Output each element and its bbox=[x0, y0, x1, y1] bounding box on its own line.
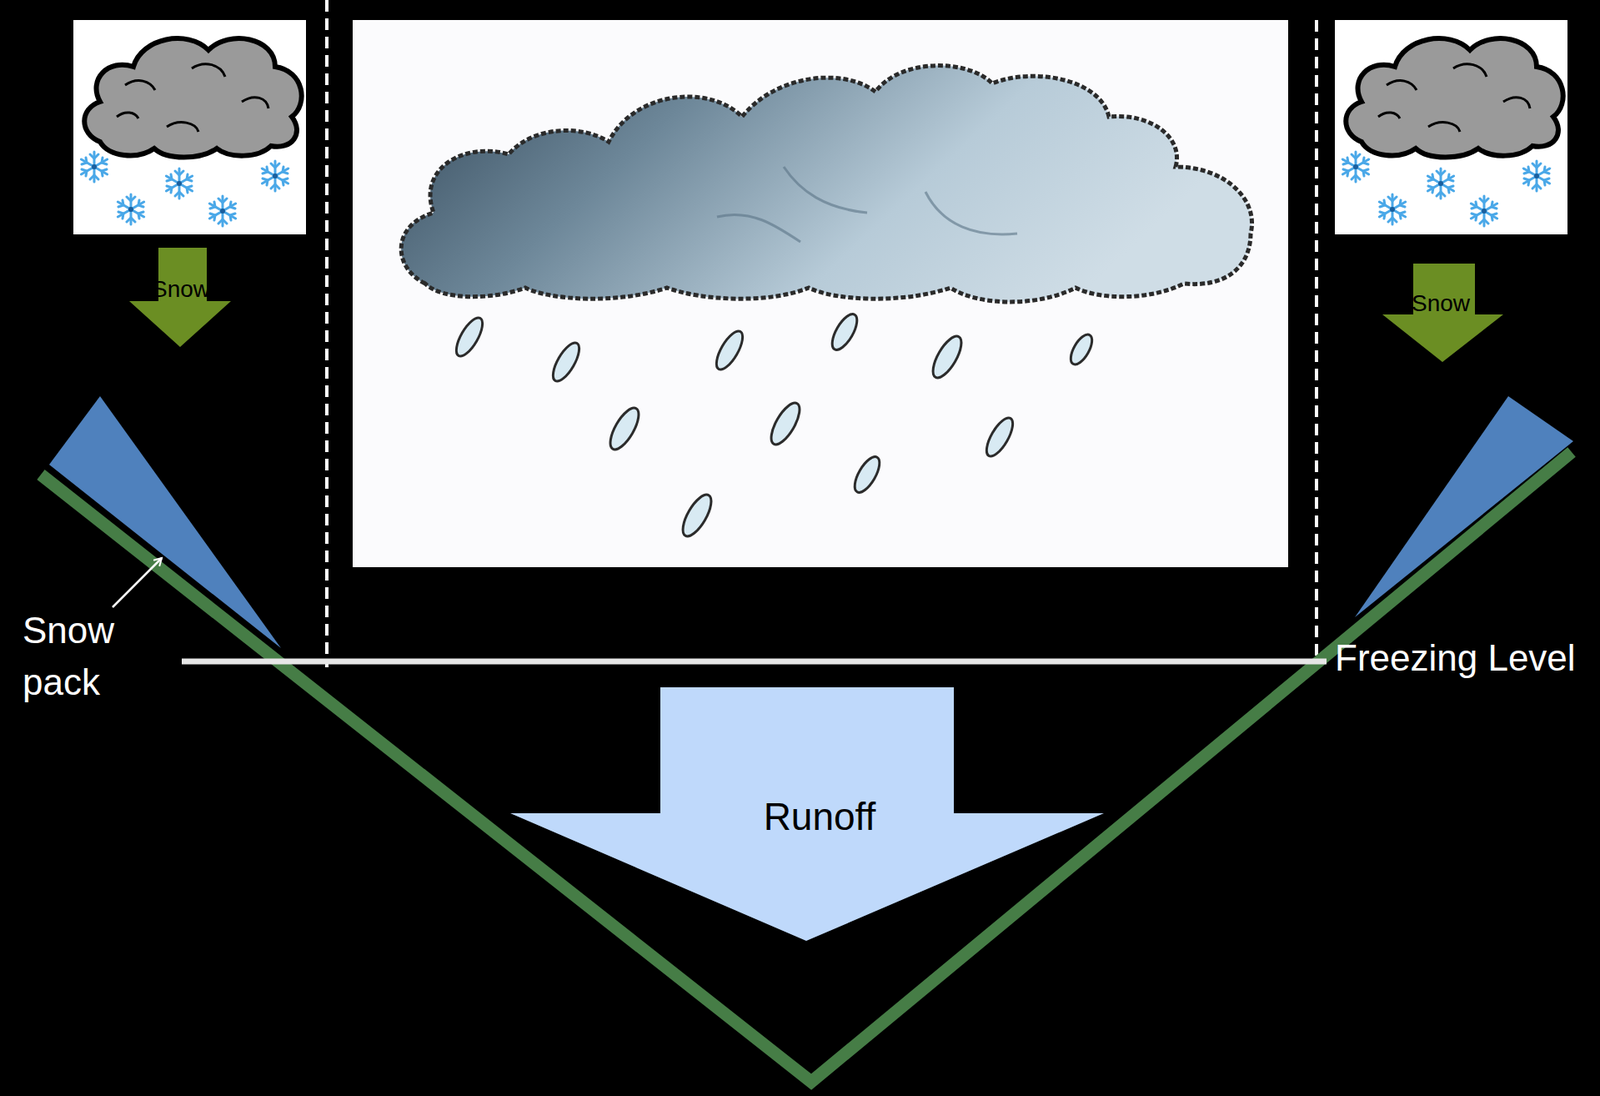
snowflake bbox=[1523, 160, 1550, 191]
raindrop bbox=[547, 338, 584, 385]
snowpack bbox=[1354, 396, 1574, 617]
snowflake bbox=[1379, 194, 1405, 225]
raindrop bbox=[711, 326, 748, 373]
snowflake bbox=[117, 194, 144, 225]
snowflake bbox=[1427, 168, 1454, 199]
snow-picture-frame bbox=[73, 20, 306, 235]
snowflake bbox=[1470, 195, 1497, 226]
runoff-arrow: Runoff bbox=[510, 687, 1104, 941]
raindrop bbox=[451, 313, 487, 360]
snow-arrow-outline bbox=[1382, 263, 1504, 362]
snowflake bbox=[209, 195, 236, 226]
cloud-detail bbox=[1378, 64, 1530, 132]
raindrops bbox=[451, 310, 1096, 541]
valley-ground bbox=[40, 451, 1572, 1082]
snowpack-label: Snow pack bbox=[22, 604, 131, 708]
node-text: Snow bbox=[1411, 290, 1470, 317]
divider-line bbox=[325, 0, 329, 668]
node-text: Runoff bbox=[763, 795, 877, 838]
rain-picture-frame bbox=[352, 20, 1289, 567]
snow-picture-frame bbox=[1334, 20, 1568, 235]
snow-cloud-picture bbox=[73, 20, 306, 235]
freezing-level-line bbox=[181, 658, 1327, 665]
snowflake bbox=[1342, 151, 1369, 182]
snow-cloud bbox=[1345, 38, 1563, 157]
snow-arrow: Snow bbox=[1382, 263, 1504, 362]
raindrop bbox=[849, 452, 884, 497]
divider-line bbox=[1314, 20, 1319, 661]
leader-line bbox=[112, 557, 162, 607]
raindrop bbox=[765, 398, 805, 448]
raindrop bbox=[927, 331, 967, 382]
raindrop bbox=[827, 310, 862, 354]
snow-cloud-picture bbox=[1334, 20, 1568, 235]
raindrop bbox=[604, 403, 644, 453]
snow-cloud bbox=[84, 38, 301, 157]
node-text: Snow bbox=[151, 276, 211, 303]
snowflake bbox=[261, 160, 288, 191]
snowflake bbox=[80, 151, 107, 182]
snow-arrow-outline bbox=[129, 247, 231, 347]
freezing-level-label: Freezing Level bbox=[1334, 636, 1594, 680]
snow-arrow: Snow bbox=[129, 247, 231, 347]
raindrop bbox=[677, 490, 717, 540]
runoff-arrow-outline bbox=[510, 687, 1104, 941]
cloud-texture bbox=[717, 166, 1018, 242]
rain-cloud bbox=[401, 65, 1252, 302]
raindrop bbox=[1066, 331, 1097, 368]
snowflake bbox=[165, 168, 192, 199]
cloud-detail bbox=[116, 64, 269, 132]
raindrop bbox=[981, 413, 1018, 460]
